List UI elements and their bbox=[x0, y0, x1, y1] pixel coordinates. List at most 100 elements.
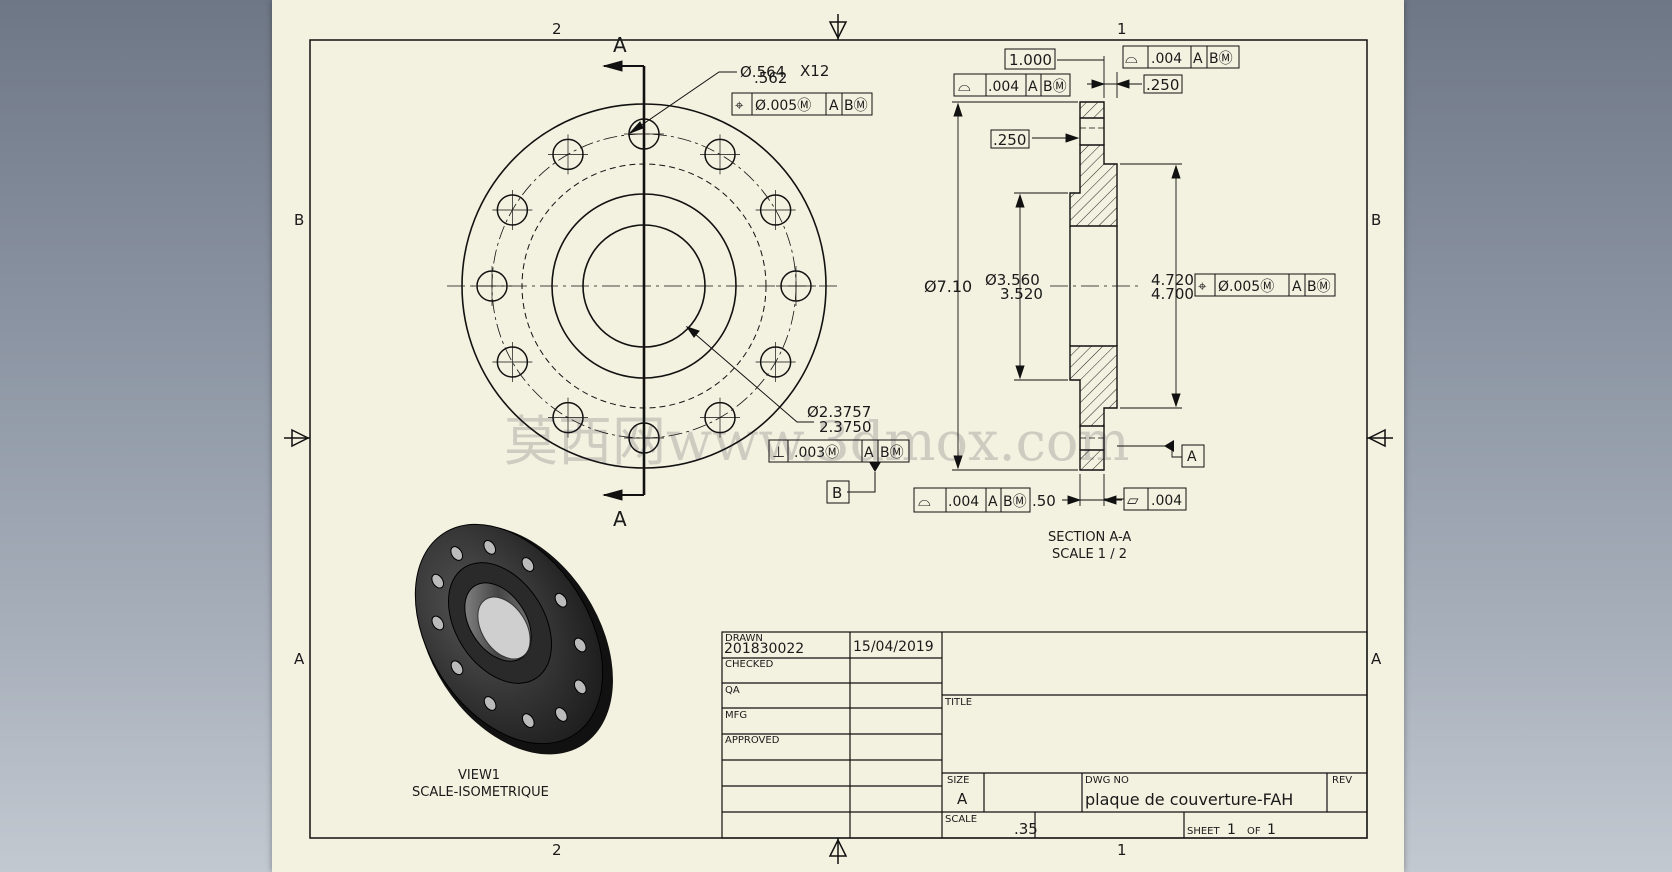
iso-bolt-hole bbox=[483, 696, 497, 711]
flatness-fcf: ▱ .004 bbox=[1104, 487, 1187, 511]
fcf-tolerance: .003Ⓜ bbox=[794, 445, 839, 461]
dwg-no-label: DWG NO bbox=[1085, 775, 1129, 786]
bolt-hole-centermark bbox=[492, 342, 533, 382]
title-label: TITLE bbox=[944, 697, 972, 708]
iso-scale-caption: SCALE-ISOMETRIQUE bbox=[412, 785, 549, 800]
dim-bore-lower: 3.520 bbox=[1000, 285, 1043, 303]
section-caption: SECTION A-A bbox=[1048, 530, 1131, 545]
svg-text:.004: .004 bbox=[1151, 493, 1182, 509]
drawing-sheet: 2 1 2 1 B A B A A A Ø.564 .562 X12 bbox=[272, 0, 1404, 872]
isometric-view bbox=[414, 523, 613, 755]
section-label-a-bottom: A bbox=[613, 507, 627, 531]
svg-text:A: A bbox=[988, 494, 998, 510]
iso-bolt-hole bbox=[554, 592, 568, 608]
centering-marks bbox=[284, 14, 1393, 864]
zone-label-left-a: A bbox=[294, 650, 305, 668]
dim-050: .50 bbox=[1032, 492, 1056, 510]
bore-diameter-lower: 2.3750 bbox=[819, 418, 872, 436]
bolt-hole-centermark bbox=[776, 266, 816, 306]
title-block bbox=[721, 631, 1368, 839]
bolt-hole-centermark bbox=[548, 397, 588, 438]
of-value: 1 bbox=[1267, 822, 1276, 838]
svg-text:B: B bbox=[832, 484, 842, 502]
svg-text:BⓂ: BⓂ bbox=[1307, 279, 1331, 295]
iso-bolt-holes bbox=[431, 540, 587, 728]
dim-250-left: .250 bbox=[993, 131, 1026, 149]
svg-text:.004: .004 bbox=[1151, 51, 1182, 67]
position-icon: ⌖ bbox=[735, 96, 744, 114]
bolt-hole-centermark bbox=[472, 266, 512, 306]
svg-text:Ø.005Ⓜ: Ø.005Ⓜ bbox=[1218, 279, 1274, 295]
hole-leader bbox=[629, 71, 737, 134]
section-top-fcf: ⌓ .004 A BⓂ bbox=[1122, 45, 1240, 69]
approved-label: APPROVED bbox=[725, 735, 780, 746]
scale-value: .35 bbox=[1014, 820, 1038, 838]
svg-text:A: A bbox=[1292, 279, 1302, 295]
drawn-date: 15/04/2019 bbox=[853, 639, 934, 655]
svg-text:BⓂ: BⓂ bbox=[1209, 51, 1233, 67]
zone-label-bottom-1: 1 bbox=[1117, 841, 1127, 859]
hole-fcf: ⌖ Ø.005Ⓜ A BⓂ bbox=[731, 92, 873, 116]
drawing-canvas: 2 1 2 1 B A B A A A Ø.564 .562 X12 bbox=[284, 14, 1393, 864]
hole-diameter-lower: .562 bbox=[754, 69, 787, 87]
section-dimension-lines bbox=[952, 56, 1182, 506]
profile-icon: ⌓ bbox=[1125, 48, 1138, 67]
iso-bolt-hole bbox=[521, 557, 535, 572]
checked-label: CHECKED bbox=[725, 659, 774, 670]
bore-diameter-upper: Ø2.3757 bbox=[807, 403, 871, 421]
dim-basic-1000: 1.000 bbox=[1009, 51, 1052, 69]
hole-count: X12 bbox=[800, 62, 829, 80]
sheet-value: 1 bbox=[1227, 822, 1236, 838]
fcf-tolerance: Ø.005Ⓜ bbox=[755, 98, 811, 114]
position-icon: ⌖ bbox=[1198, 277, 1207, 295]
drawn-label: DRAWN bbox=[725, 633, 763, 644]
svg-text:.004: .004 bbox=[948, 494, 979, 510]
iso-bolt-hole bbox=[521, 713, 535, 728]
qa-label: QA bbox=[725, 685, 740, 696]
hole-diameter-upper: Ø.564 bbox=[740, 63, 785, 81]
size-label: SIZE bbox=[947, 775, 969, 786]
sheet-label: SHEET bbox=[1187, 826, 1221, 837]
section-label-a-top: A bbox=[613, 33, 627, 57]
dim-bore-upper: Ø3.560 bbox=[985, 271, 1040, 289]
iso-bolt-hole bbox=[554, 707, 568, 722]
perpendicularity-icon: ⊥ bbox=[772, 443, 785, 461]
datum-b-marker: B bbox=[826, 462, 881, 504]
front-view bbox=[447, 60, 842, 501]
iso-bolt-hole bbox=[431, 573, 445, 589]
drawn-value: 201830022 bbox=[724, 641, 804, 657]
section-hub-fcf: ⌖ Ø.005Ⓜ A BⓂ bbox=[1194, 273, 1336, 297]
profile-icon: ⌓ bbox=[918, 491, 931, 510]
fcf-datum-b: BⓂ bbox=[880, 445, 904, 461]
fcf-datum-b: BⓂ bbox=[844, 98, 868, 114]
bolt-hole-centermark bbox=[548, 134, 588, 175]
dwg-no-value: plaque de couverture-FAH bbox=[1085, 790, 1293, 809]
rev-label: REV bbox=[1332, 775, 1352, 786]
section-bottom-fcf: ⌓ .004 A BⓂ bbox=[913, 487, 1031, 513]
svg-text:A: A bbox=[1193, 51, 1203, 67]
iso-caption: VIEW1 bbox=[458, 768, 500, 783]
bolt-hole-centermark bbox=[700, 397, 740, 438]
bolt-hole-centermark bbox=[755, 342, 796, 382]
of-label: OF bbox=[1247, 826, 1261, 837]
datum-a-marker: A bbox=[1181, 444, 1205, 468]
iso-bolt-hole bbox=[450, 660, 464, 676]
dim-outer-diameter: Ø7.10 bbox=[924, 277, 972, 296]
watermark: 莫西网www.3dmox.com bbox=[504, 410, 1130, 473]
profile-icon: ⌓ bbox=[958, 76, 971, 95]
zone-label-top-1: 1 bbox=[1117, 20, 1127, 38]
zone-label-right-b: B bbox=[1371, 211, 1381, 229]
svg-text:BⓂ: BⓂ bbox=[1003, 494, 1027, 510]
iso-bolt-hole bbox=[573, 637, 587, 653]
section-scale-caption: SCALE 1 / 2 bbox=[1052, 547, 1127, 562]
svg-text:BⓂ: BⓂ bbox=[1043, 79, 1067, 95]
zone-label-left-b: B bbox=[294, 211, 304, 229]
bolt-hole-centermark bbox=[755, 190, 796, 230]
bore-leader bbox=[685, 326, 814, 423]
iso-bolt-hole bbox=[573, 679, 587, 695]
svg-text:A: A bbox=[1028, 79, 1038, 95]
svg-text:.004: .004 bbox=[988, 79, 1019, 95]
bore-fcf: ⊥ .003Ⓜ A BⓂ bbox=[768, 439, 910, 463]
bolt-hole-centermark bbox=[700, 134, 740, 175]
scale-label: SCALE bbox=[945, 814, 977, 825]
